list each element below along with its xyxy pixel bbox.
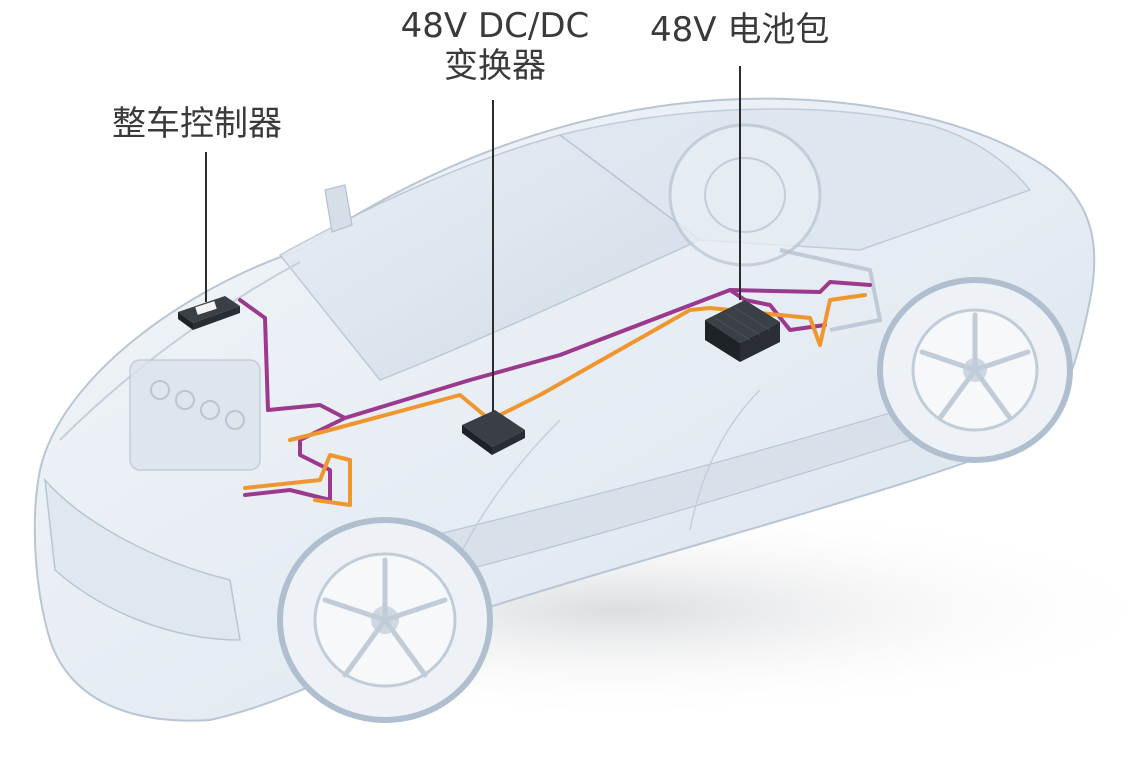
front-bumper xyxy=(43,477,241,641)
hood-line xyxy=(59,261,301,441)
front-wheel xyxy=(277,517,493,723)
label-dcdc-line1: 48V DC/DC xyxy=(400,6,590,46)
side-mirror xyxy=(324,184,353,233)
dcdc-converter-unit xyxy=(462,410,525,455)
label-battery-pack: 48V 电池包 xyxy=(650,10,830,50)
engine-block xyxy=(129,359,261,471)
label-dcdc-line2: 变换器 xyxy=(444,46,546,86)
rear-far-wheel xyxy=(668,123,822,267)
label-dcdc-converter: 48V DC/DC 变换器 xyxy=(380,6,610,86)
side-sill xyxy=(329,409,911,601)
vehicle-controller-unit xyxy=(178,296,240,330)
rear-wheel xyxy=(877,277,1073,463)
rear-suspension xyxy=(779,248,883,332)
orange-wire xyxy=(243,293,867,507)
battery-pack-unit xyxy=(705,300,780,362)
leader-lines xyxy=(205,66,741,412)
wiring-harness xyxy=(238,280,872,507)
label-vehicle-controller: 整车控制器 xyxy=(112,104,282,144)
